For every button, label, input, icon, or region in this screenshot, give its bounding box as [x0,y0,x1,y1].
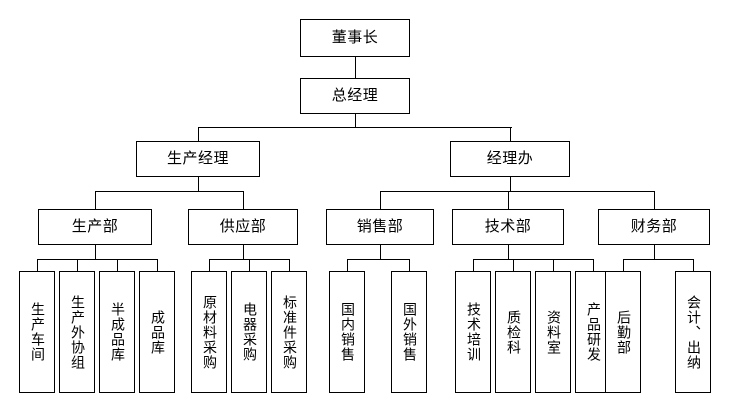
node-label: 供应部 [219,217,267,236]
node-label: 生产外协组 [69,294,86,370]
node-standard-parts-purchasing: 标准件采购 [271,271,307,393]
node-label: 电器采购 [241,302,258,362]
connector-pm-stem [198,177,199,191]
connector-gm-to-manager-office [510,127,511,141]
node-archives-room: 资料室 [535,271,571,393]
node-logistics-dept: 后勤部 [605,271,641,393]
connector-to-product-rd [593,259,594,271]
node-label: 国外销售 [401,302,418,362]
node-label: 生产经理 [166,149,229,168]
node-raw-material-purchasing: 原材料采购 [191,271,227,393]
node-production-dept: 生产部 [38,209,152,245]
connector-to-standard-parts-purchasing [289,259,290,271]
node-manager-office: 经理办 [450,141,570,177]
node-technical-training: 技术培训 [455,271,491,393]
node-label: 质检科 [505,309,522,355]
connector-finance-dept-bus [623,259,693,260]
node-quality-inspection: 质检科 [495,271,531,393]
node-technology-dept: 技术部 [452,209,564,245]
connector-production-dept-stem [95,245,96,259]
connector-supply-dept-stem [243,245,244,259]
node-label: 资料室 [545,309,562,355]
node-label: 董事长 [331,28,379,47]
node-label: 技术培训 [465,302,482,362]
connector-finance-dept-stem [654,245,655,259]
connector-mo-to-technology-dept [508,191,509,209]
node-label: 半成品库 [109,302,126,362]
node-sales-dept: 销售部 [326,209,434,245]
node-label: 标准件采购 [281,294,298,370]
node-label: 产品研发 [585,302,602,362]
node-label: 成品库 [149,309,166,355]
connector-pm-bus [95,191,243,192]
connector-technology-dept-stem [508,245,509,259]
node-production-outsourcing-group: 生产外协组 [59,271,95,393]
node-appliance-purchasing: 电器采购 [231,271,267,393]
node-label: 财务部 [630,217,678,236]
connector-to-appliance-purchasing [249,259,250,271]
connector-mo-to-finance-dept [654,191,655,209]
node-general-manager: 总经理 [300,78,410,114]
node-label: 总经理 [331,86,379,105]
connector-mo-stem [510,177,511,191]
connector-pm-to-supply-dept [243,191,244,209]
node-label: 会计、出纳 [685,294,702,370]
connector-to-raw-material-purchasing [209,259,210,271]
connector-mo-bus [380,191,654,192]
node-label: 经理办 [486,149,534,168]
node-overseas-sales: 国外销售 [391,271,427,393]
node-production-manager: 生产经理 [136,141,260,177]
node-label: 生产车间 [29,302,46,362]
connector-gm-stem [355,114,356,127]
connector-to-archives-room [553,259,554,271]
node-finished-goods-warehouse: 成品库 [139,271,175,393]
connector-technology-dept-bus [473,259,593,260]
connector-to-quality-inspection [513,259,514,271]
node-domestic-sales: 国内销售 [329,271,365,393]
connector-pm-to-production-dept [95,191,96,209]
node-label: 国内销售 [339,302,356,362]
connector-to-overseas-sales [409,259,410,271]
connector-gm-bus [198,127,512,128]
node-label: 生产部 [71,217,119,236]
node-label: 后勤部 [615,309,632,355]
connector-sales-dept-stem [380,245,381,259]
node-accounting-cashier: 会计、出纳 [675,271,711,393]
node-production-workshop: 生产车间 [19,271,55,393]
connector-to-semi-finished-warehouse [117,259,118,271]
connector-to-production-outsourcing-group [77,259,78,271]
connector-mo-to-sales-dept [380,191,381,209]
connector-sales-dept-bus [347,259,409,260]
node-label: 技术部 [484,217,532,236]
node-finance-dept: 财务部 [598,209,710,245]
connector-production-dept-bus [37,259,157,260]
node-label: 销售部 [356,217,404,236]
connector-gm-to-production-manager [198,127,199,141]
node-chairman: 董事长 [300,19,410,57]
connector-to-logistics-dept [623,259,624,271]
connector-to-technical-training [473,259,474,271]
node-label: 原材料采购 [201,294,218,370]
node-supply-dept: 供应部 [188,209,298,245]
node-semi-finished-warehouse: 半成品库 [99,271,135,393]
connector-to-domestic-sales [347,259,348,271]
connector-to-finished-goods-warehouse [157,259,158,271]
connector-to-accounting-cashier [693,259,694,271]
connector-to-production-workshop [37,259,38,271]
connector-chairman-to-gm [355,57,356,78]
